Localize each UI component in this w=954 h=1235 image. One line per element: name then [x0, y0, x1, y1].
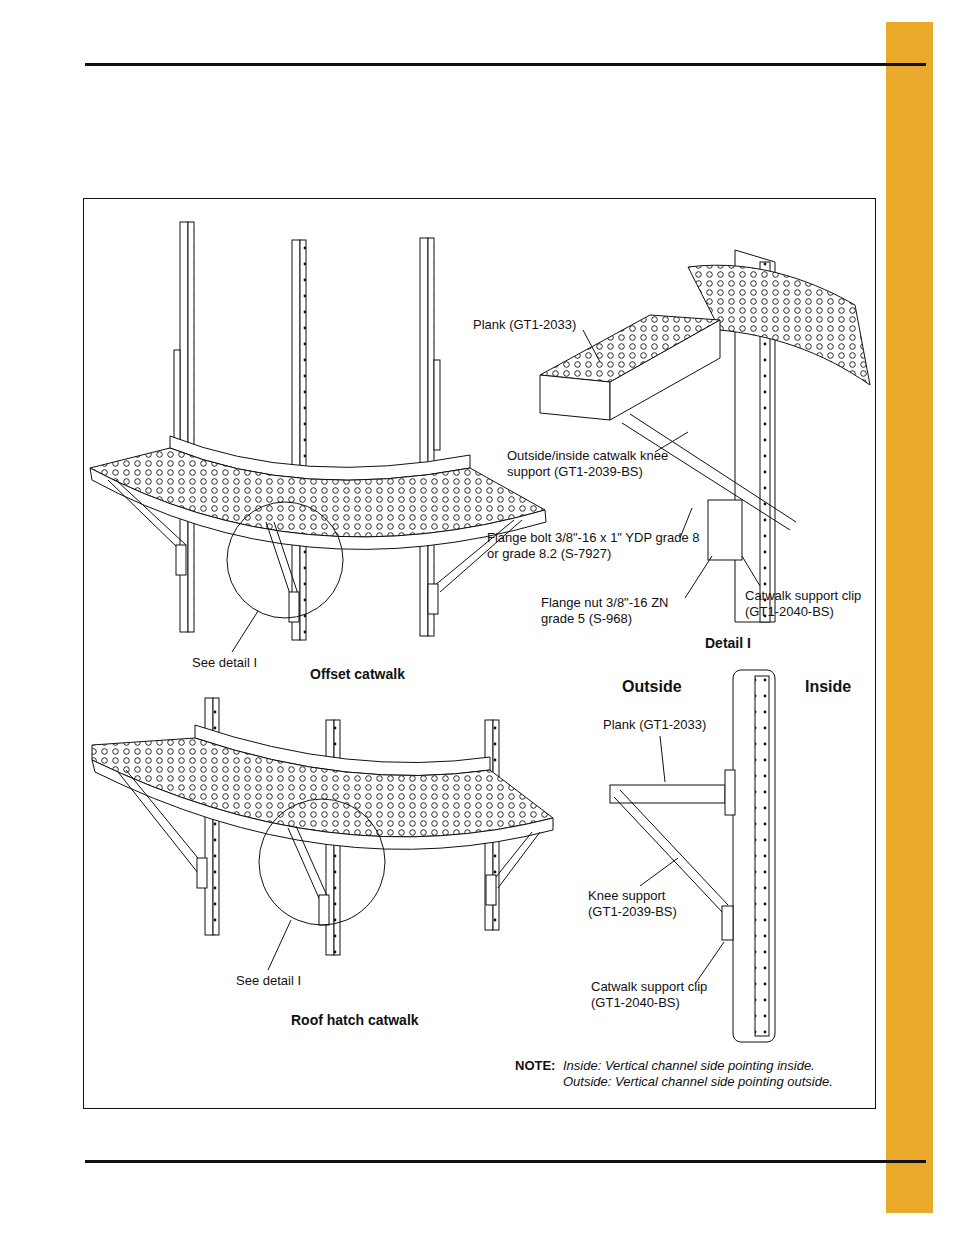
side-label: Inside — [805, 677, 851, 696]
part-label: Flange nut 3/8"-16 ZN grade 5 (S-968) — [541, 595, 691, 627]
note-text: Outside: Vertical channel side pointing … — [563, 1074, 833, 1090]
roof-hatch-catwalk — [92, 698, 553, 970]
part-label: Plank (GT1-2033) — [603, 717, 706, 733]
part-label: Catwalk support clip (GT1-2040-BS) — [591, 979, 721, 1011]
part-label: Flange bolt 3/8"-16 x 1" YDP grade 8 or … — [487, 530, 702, 562]
offset-catwalk — [90, 222, 546, 652]
note-heading: NOTE: — [515, 1058, 555, 1074]
figure-caption: Offset catwalk — [310, 666, 405, 683]
top-rule — [85, 63, 926, 66]
note-text: Inside: Vertical channel side pointing i… — [563, 1058, 815, 1074]
figure-caption: Roof hatch catwalk — [291, 1012, 419, 1029]
detail-i-exploded — [540, 250, 870, 622]
side-label: Outside — [622, 677, 682, 696]
figure-caption: Detail I — [705, 635, 751, 652]
side-tab — [886, 22, 933, 1213]
part-label: Catwalk support clip (GT1-2040-BS) — [745, 588, 875, 620]
part-label: Outside/inside catwalk knee support (GT1… — [507, 448, 707, 480]
callout-label: See detail I — [192, 655, 257, 671]
callout-label: See detail I — [236, 973, 301, 989]
figure-frame — [84, 199, 876, 1109]
part-label: Plank (GT1-2033) — [473, 317, 576, 333]
part-label: Knee support (GT1-2039-BS) — [588, 888, 698, 920]
bottom-rule — [85, 1160, 926, 1163]
